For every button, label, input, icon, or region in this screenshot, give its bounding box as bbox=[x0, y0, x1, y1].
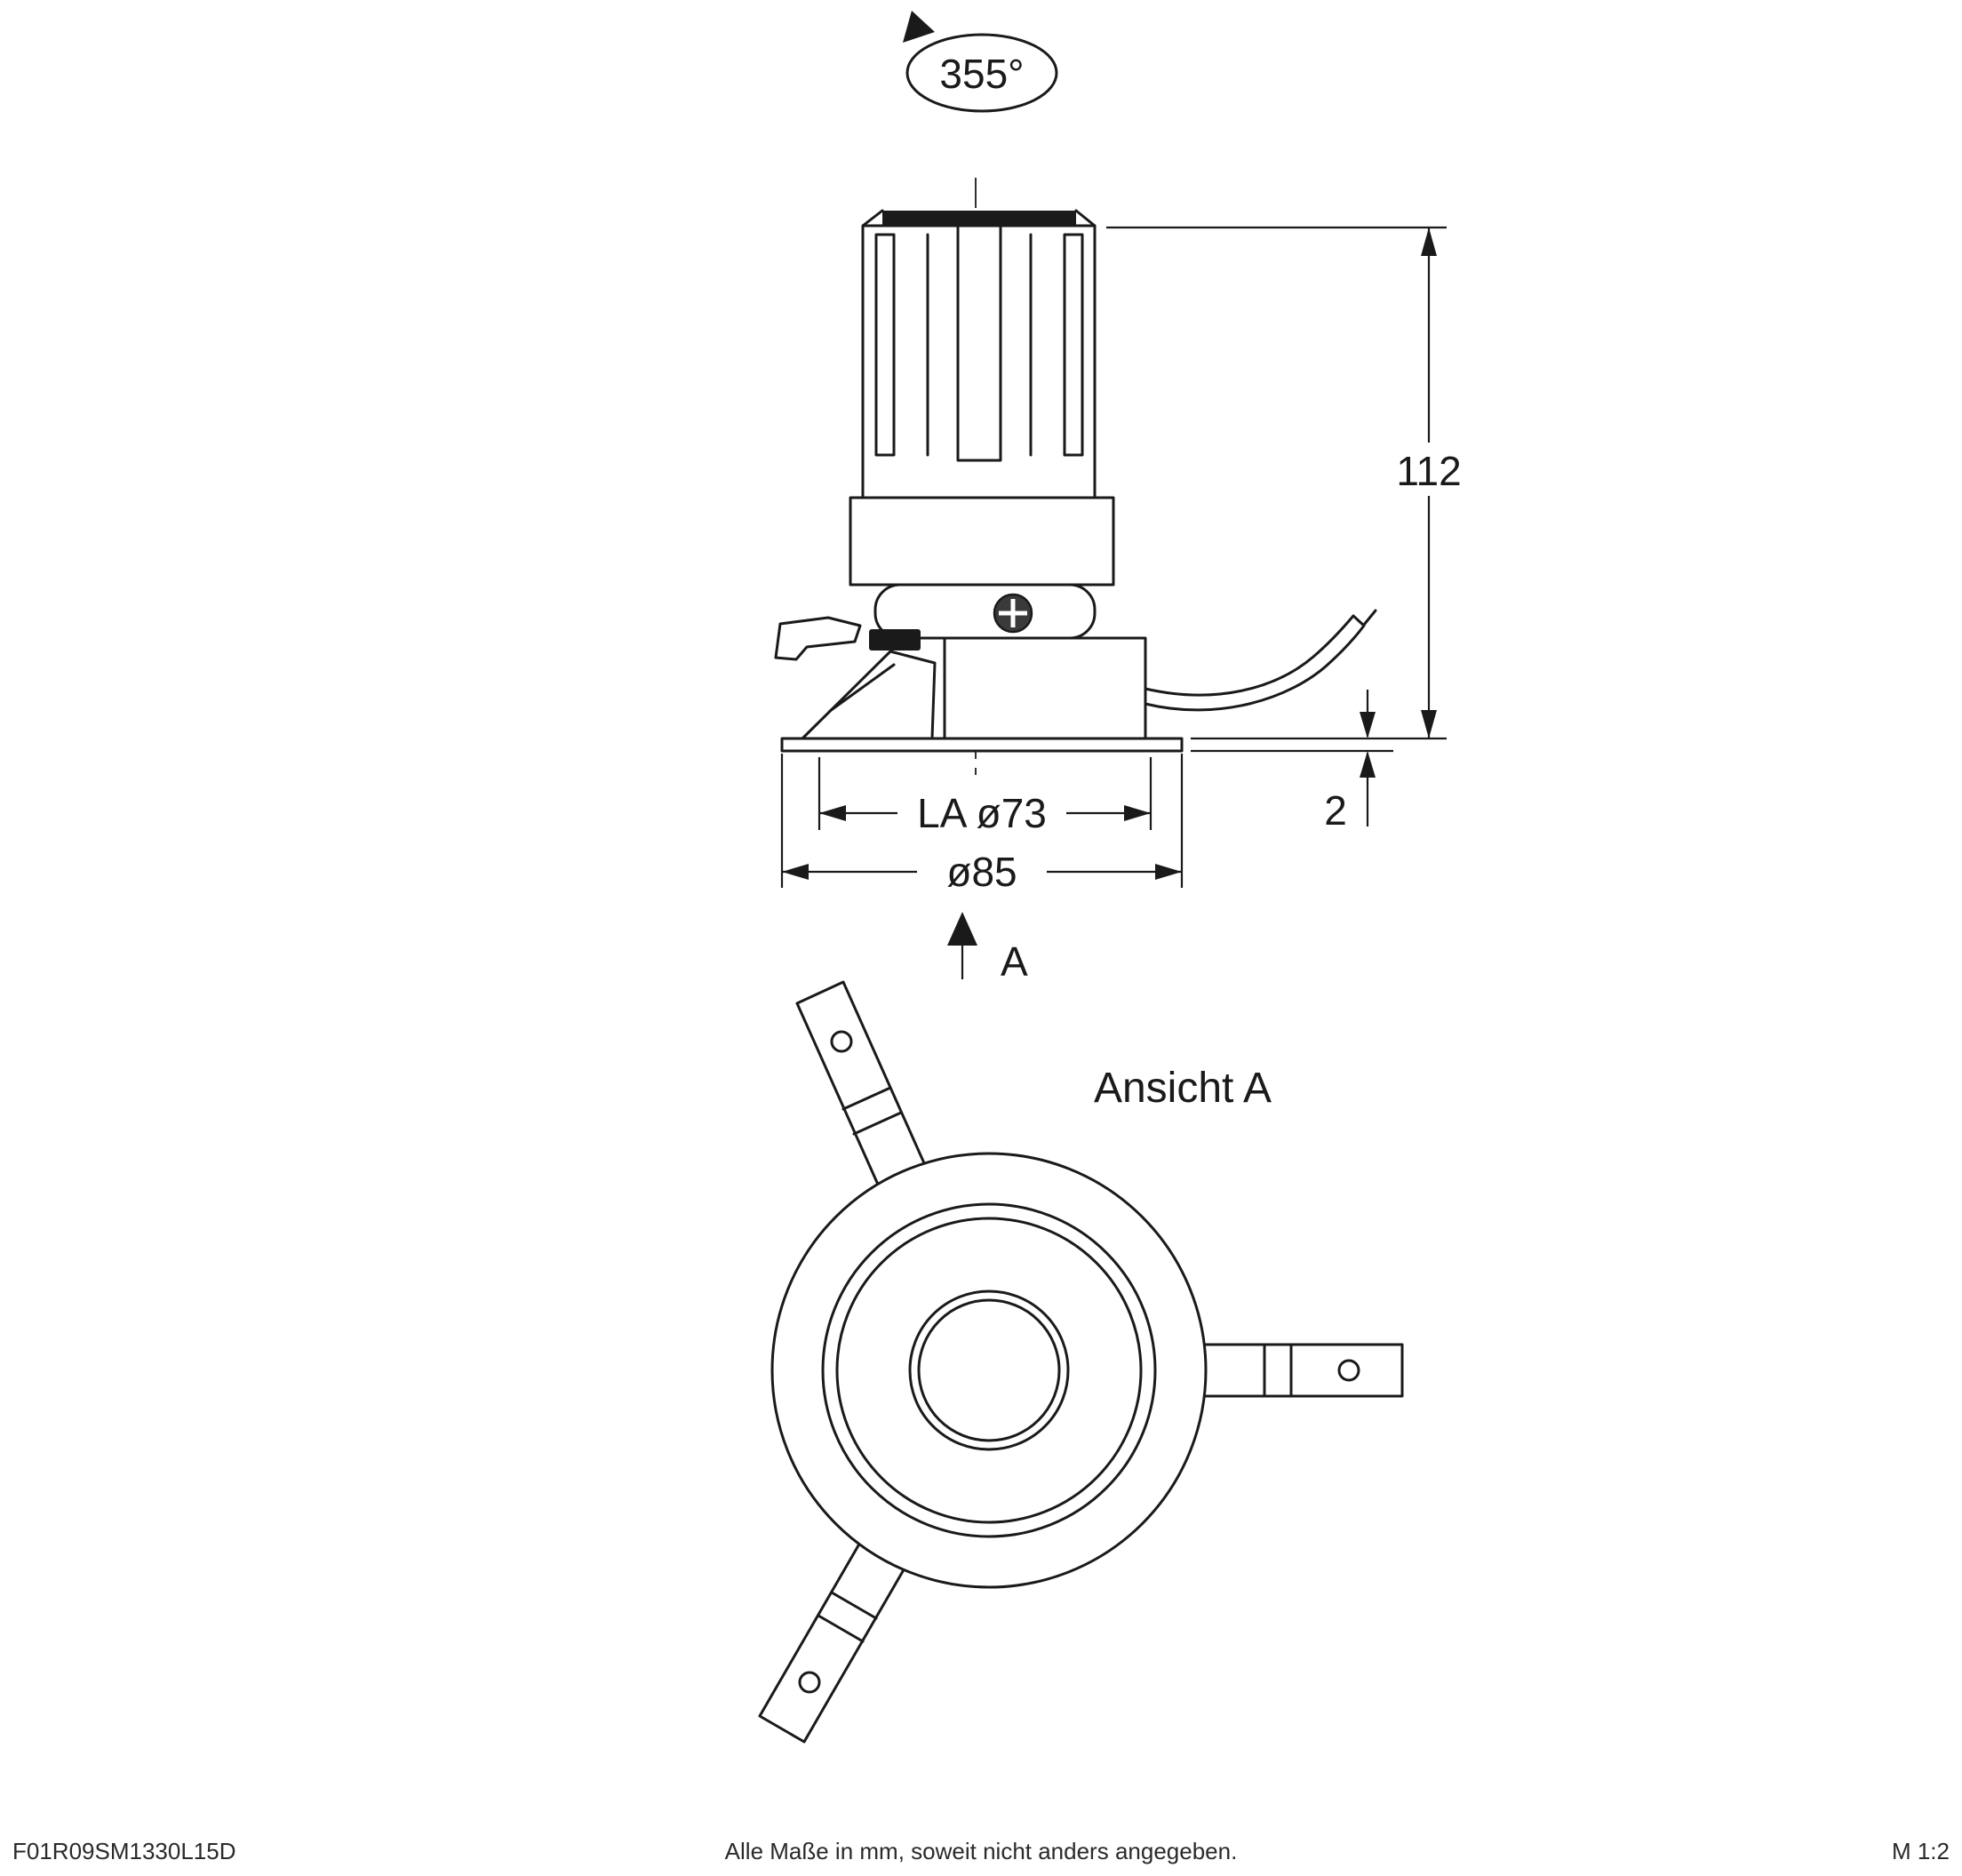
reflector-ring bbox=[835, 1217, 1143, 1524]
arm-divider-2 bbox=[841, 1086, 892, 1111]
spring-clip-right bbox=[1144, 614, 1366, 712]
arm-body bbox=[795, 980, 930, 1196]
fin-slot-center bbox=[956, 224, 1002, 462]
arrow-down-small-icon bbox=[1360, 712, 1376, 738]
heatsink-body bbox=[861, 224, 1097, 499]
arrow-down-icon bbox=[1421, 710, 1437, 738]
clip-wing-left bbox=[801, 650, 937, 740]
part-number: F01R09SM1330L15D bbox=[12, 1838, 236, 1864]
view-direction-arrow: A bbox=[947, 912, 1028, 985]
spring-arm-upper-left bbox=[795, 980, 930, 1196]
dimension-height-112: 112 bbox=[1106, 226, 1482, 740]
lens-edge bbox=[917, 1298, 1061, 1442]
led-module-cap bbox=[882, 211, 1076, 226]
fin-slot-left bbox=[874, 233, 896, 457]
scale-label: M 1:2 bbox=[1892, 1838, 1950, 1864]
mounting-block bbox=[943, 636, 1147, 740]
fin-slot-right bbox=[1063, 233, 1084, 457]
dimension-note: Alle Maße in mm, soweit nicht anders ang… bbox=[725, 1838, 1238, 1864]
dim-text-mask bbox=[1376, 443, 1482, 496]
dim-height-label: 112 bbox=[1396, 448, 1461, 494]
clip-hook-left bbox=[774, 616, 862, 661]
dim-outer-label: ø85 bbox=[946, 849, 1017, 895]
dimension-cutout-la73: LA ø73 bbox=[818, 757, 1152, 837]
cap-chamfer-left bbox=[861, 209, 884, 228]
dimension-flange-2: 2 bbox=[1191, 690, 1393, 834]
arm-divider-1 bbox=[852, 1111, 903, 1136]
rotation-angle-label: 355° bbox=[939, 51, 1024, 97]
rotation-arrow-icon bbox=[903, 11, 935, 43]
arm-divider-2 bbox=[817, 1614, 865, 1643]
dimensions: 112 2 LA ø73 ø8 bbox=[780, 226, 1482, 985]
dimension-outer-85: ø85 bbox=[780, 754, 1184, 897]
trim-outer-circle bbox=[770, 1152, 1208, 1589]
rotation-ellipse bbox=[905, 33, 1058, 113]
view-a: Ansicht A bbox=[758, 980, 1404, 1744]
footer: F01R09SM1330L15D Alle Maße in mm, soweit… bbox=[12, 1838, 1950, 1864]
arrow-right-icon bbox=[1155, 864, 1182, 880]
view-arrow-icon bbox=[947, 912, 977, 946]
arrow-up-small-icon bbox=[1360, 751, 1376, 778]
arrow-up-icon bbox=[1421, 228, 1437, 256]
spring-arm-right bbox=[1192, 1343, 1404, 1398]
arm-hole bbox=[830, 1030, 853, 1053]
trim-inner-ring bbox=[821, 1202, 1157, 1538]
lamp-aperture bbox=[908, 1289, 1070, 1451]
dim-flange-label: 2 bbox=[1324, 787, 1347, 834]
arm-hole bbox=[798, 1671, 821, 1694]
arrow-right-icon bbox=[1124, 805, 1151, 821]
side-view bbox=[774, 178, 1377, 777]
arm-body bbox=[758, 1533, 911, 1744]
trim-flange bbox=[780, 737, 1184, 753]
clip-fold-line bbox=[828, 663, 896, 713]
spring-arm-lower-left bbox=[758, 1533, 911, 1744]
dim-text-mask bbox=[917, 845, 1047, 897]
arm-body bbox=[1192, 1343, 1404, 1398]
rotation-indicator: 355° bbox=[903, 11, 1058, 113]
cap-chamfer-right bbox=[1074, 209, 1097, 228]
view-a-title: Ansicht A bbox=[1094, 1065, 1272, 1112]
arm-hole bbox=[1337, 1359, 1360, 1382]
arrow-left-icon bbox=[819, 805, 846, 821]
arm-divider-1 bbox=[830, 1591, 878, 1620]
clip-tab-left bbox=[869, 629, 921, 651]
view-arrow-label: A bbox=[1001, 938, 1028, 985]
spring-tip-hook bbox=[1362, 609, 1377, 627]
dim-cutout-label: LA ø73 bbox=[917, 790, 1047, 836]
arrow-left-icon bbox=[782, 864, 809, 880]
driver-housing bbox=[849, 496, 1115, 587]
dim-text-mask bbox=[897, 786, 1066, 837]
